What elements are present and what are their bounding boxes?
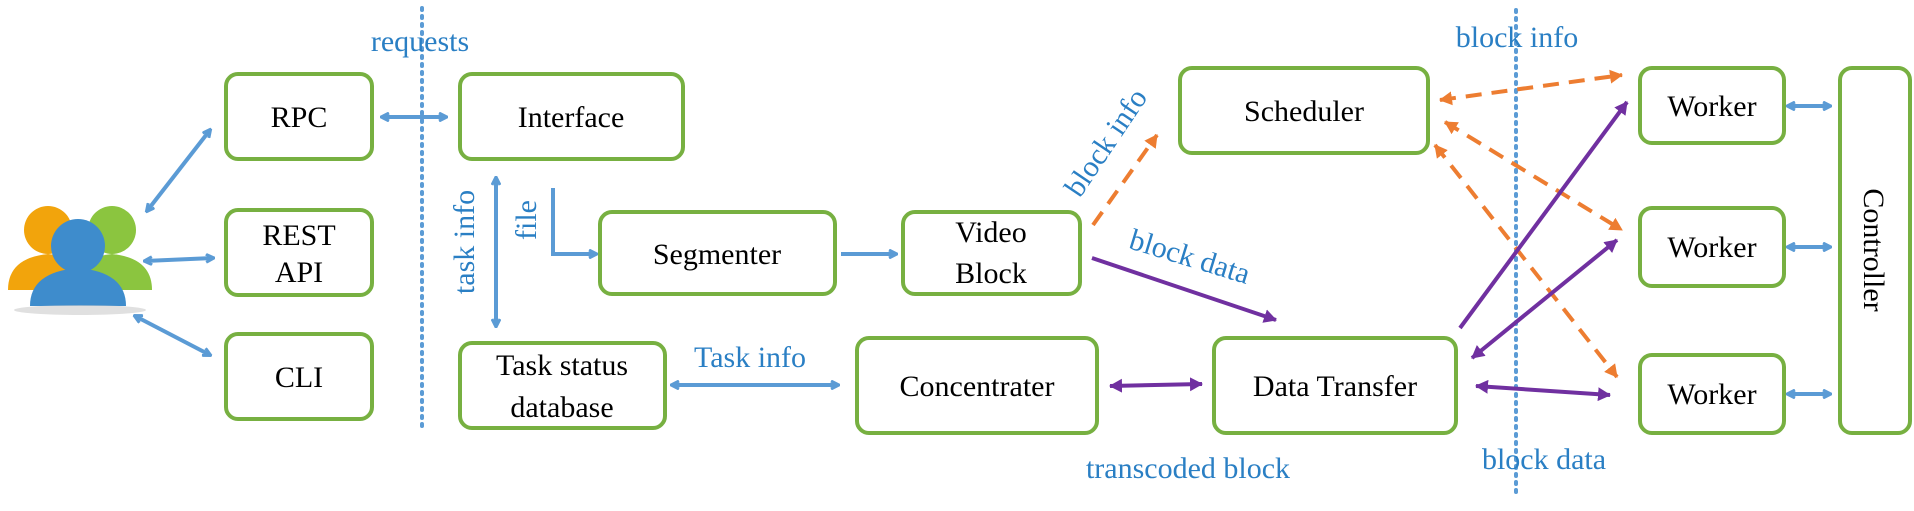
rest-api-label-line1: REST [262,219,335,252]
interface-box[interactable]: Interface [458,72,685,161]
rest-api-box[interactable]: REST API [224,208,374,297]
scheduler-label: Scheduler [1244,95,1364,128]
scheduler-box[interactable]: Scheduler [1178,66,1430,155]
block-info-diagonal-label: block info [1058,83,1154,203]
arrow-users-rpc [147,130,210,211]
arrow-concentrater-datatransfer [1109,377,1203,393]
rpc-box[interactable]: RPC [224,72,374,161]
arrow-scheduler-worker2 [1443,120,1624,232]
worker-label-3: Worker [1667,378,1756,411]
block-data-diagonal-label: block data [1126,223,1254,291]
users-group-icon[interactable] [8,206,152,315]
segmenter-box[interactable]: Segmenter [598,210,837,296]
task-status-label-line2: database [510,391,613,424]
concentrater-label: Concentrater [900,370,1055,403]
arrow-users-cli [135,316,210,355]
rest-api-label-line2: API [275,256,323,289]
segmenter-label: Segmenter [653,238,781,271]
rpc-label: RPC [271,101,328,134]
worker-box-2[interactable]: Worker [1638,206,1786,288]
arrow-videoblock-scheduler [1091,133,1159,227]
file-label: file [510,200,543,240]
arrow-videoblock-datatransfer [1091,256,1277,323]
video-block-label-line1: Video [955,216,1027,249]
transcoded-block-label: transcoded block [1086,452,1290,485]
concentrater-box[interactable]: Concentrater [855,336,1099,435]
arrow-datatransfer-worker3 [1475,379,1611,402]
requests-label: requests [371,25,469,58]
worker-box-1[interactable]: Worker [1638,66,1786,145]
worker-label-1: Worker [1667,90,1756,123]
data-transfer-box[interactable]: Data Transfer [1212,336,1458,435]
worker-label-2: Worker [1667,231,1756,264]
controller-label: Controller [1857,188,1890,311]
video-block-box[interactable]: Video Block [901,210,1082,296]
video-block-label-line2: Block [955,257,1027,290]
block-info-top-label: block info [1456,21,1578,54]
task-info-vertical-label: task info [448,190,481,294]
interface-label: Interface [518,101,625,134]
data-transfer-label: Data Transfer [1253,370,1417,403]
worker-box-3[interactable]: Worker [1638,353,1786,435]
task-status-database-box[interactable]: Task status database [458,341,667,430]
controller-box[interactable]: Controller [1838,66,1912,435]
arrow-datatransfer-worker1 [1458,100,1629,330]
block-data-bottom-label: block data [1482,443,1606,476]
arrow-users-rest [145,258,213,261]
arrow-scheduler-worker1 [1439,69,1623,106]
cli-box[interactable]: CLI [224,332,374,421]
cli-label: CLI [275,361,323,394]
task-status-label-line1: Task status [496,349,628,382]
arrow-interface-segmenter [551,188,596,254]
task-info-label: Task info [694,341,806,374]
arrow-datatransfer-worker2 [1470,238,1619,360]
